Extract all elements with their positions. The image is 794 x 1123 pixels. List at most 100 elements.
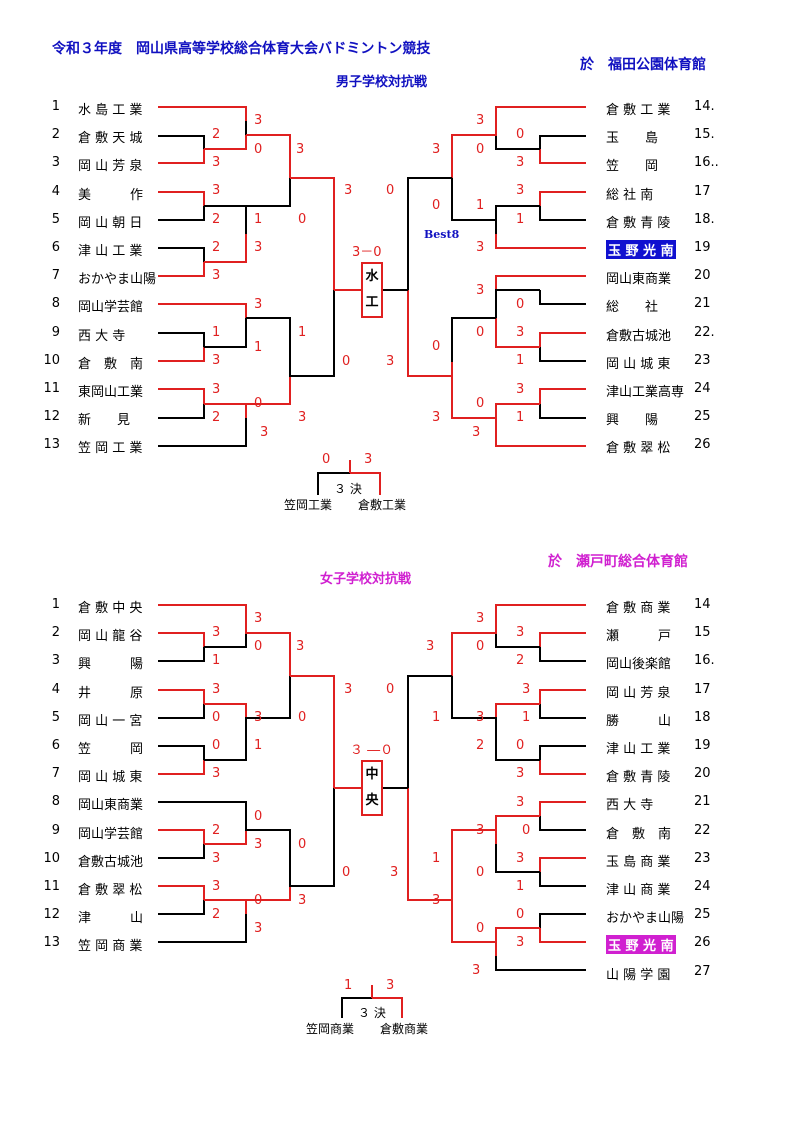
- match-score: 3: [432, 893, 441, 908]
- team-name: 倉 敷 南: [606, 826, 672, 842]
- girls-subtitle: 女子学校対抗戦: [320, 572, 412, 587]
- match-score: 0: [386, 682, 395, 697]
- team-name: 興 陽: [606, 413, 659, 429]
- match-score: 0: [476, 865, 485, 880]
- match-score: 3: [426, 639, 435, 654]
- team-number: 23: [694, 352, 711, 368]
- match-score: 3: [390, 865, 399, 880]
- match-score: 3: [254, 113, 263, 128]
- team-name: 倉 敷 青 陵: [606, 770, 671, 786]
- match-score: 0: [342, 865, 351, 880]
- team-name: 津 山 商 業: [606, 883, 671, 898]
- match-score: 3: [212, 851, 221, 866]
- highlighted-team-name: 玉 野 光 南: [606, 935, 676, 955]
- team-name: おかやま山陽: [78, 272, 157, 288]
- team-name: 岡 山 芳 泉: [78, 159, 143, 175]
- match-score: 3: [254, 710, 263, 725]
- match-score: 1: [254, 340, 263, 355]
- team-number: 8: [51, 794, 60, 810]
- match-score: 0: [432, 339, 441, 354]
- team-number: 15: [694, 625, 711, 641]
- team-number: 22: [694, 822, 711, 838]
- team-name: 新 見: [78, 413, 131, 429]
- page-title: 令和３年度 岡山県高等学校総合体育大会バドミントン競技: [52, 41, 431, 57]
- match-score: 3: [516, 382, 525, 397]
- boys-champion-box: 水 工: [361, 262, 383, 318]
- team-number: 10: [43, 850, 60, 866]
- match-score: 3: [212, 353, 221, 368]
- team-name: 笠 岡: [606, 159, 659, 175]
- match-score: 1: [516, 410, 525, 425]
- girls-venue: 於 瀬戸町総合体育館: [548, 554, 688, 570]
- match-score: 0: [516, 738, 525, 753]
- match-score: 1: [516, 879, 525, 894]
- team-name: 津山工業高専: [606, 385, 685, 400]
- team-number: 4: [51, 183, 60, 199]
- match-score: 0: [298, 212, 307, 227]
- match-score: 0: [298, 837, 307, 852]
- team-number: 10: [43, 352, 60, 368]
- match-score: 0: [476, 142, 485, 157]
- team-name: 興 陽: [78, 657, 144, 673]
- girls-third-left-team: 笠岡商業: [306, 1022, 355, 1036]
- match-score: 3: [516, 325, 525, 340]
- team-number: 11: [43, 879, 60, 894]
- match-score: 0: [516, 127, 525, 142]
- match-score: 1: [254, 212, 263, 227]
- best8-label: Best8: [424, 228, 460, 241]
- match-score: 3: [516, 935, 525, 950]
- team-name: 勝 山: [606, 713, 672, 729]
- team-number: 9: [51, 324, 60, 340]
- girls-third-left-score: 1: [344, 978, 353, 993]
- team-number: 26: [694, 437, 711, 453]
- match-score: 2: [476, 738, 485, 753]
- team-number: 22.: [694, 324, 715, 340]
- team-number: 7: [51, 268, 60, 284]
- match-score: 1: [212, 325, 221, 340]
- boys-third-left-score: 0: [322, 452, 331, 467]
- team-name: 玉 島: [606, 131, 659, 147]
- match-score: 3: [254, 921, 263, 936]
- match-score: 3: [344, 682, 353, 697]
- team-number: 21: [694, 296, 711, 312]
- team-name: 西 大 寺: [606, 798, 654, 814]
- team-number: 6: [51, 738, 60, 753]
- team-name: 総 社 南: [606, 187, 654, 203]
- match-score: 2: [212, 212, 221, 227]
- team-name: 岡山学芸館: [78, 826, 144, 842]
- team-name: 倉敷古城池: [606, 328, 672, 344]
- match-score: 0: [522, 823, 531, 838]
- team-name: 倉 敷 南: [78, 356, 144, 372]
- team-number: 16.: [694, 653, 715, 669]
- match-score: 0: [476, 639, 485, 654]
- match-score: 1: [298, 325, 307, 340]
- team-name: 岡山東商業: [606, 272, 672, 288]
- team-number: 21: [694, 794, 711, 810]
- match-score: 0: [516, 907, 525, 922]
- match-score: 0: [254, 396, 263, 411]
- team-number: 7: [51, 766, 60, 782]
- team-name: 山 陽 学 園: [606, 967, 671, 983]
- team-name: 岡 山 一 宮: [78, 713, 143, 729]
- boys-third-right-score: 3: [364, 452, 373, 467]
- match-score: 3: [522, 682, 531, 697]
- match-score: 1: [432, 710, 441, 725]
- match-score: 3: [212, 766, 221, 781]
- match-score: 3: [476, 113, 485, 128]
- girls-champion-char-2: 央: [365, 793, 379, 808]
- match-score: 3: [254, 837, 263, 852]
- team-name: 倉 敷 青 陵: [606, 215, 671, 231]
- match-score: 0: [212, 738, 221, 753]
- girls-champion-box: 中 央: [361, 760, 383, 816]
- team-number: 2: [51, 625, 60, 641]
- team-number: 20: [694, 268, 711, 284]
- team-number: 14.: [694, 99, 715, 114]
- team-number: 19: [694, 738, 711, 753]
- team-number: 15.: [694, 127, 715, 143]
- team-number: 18: [694, 709, 711, 725]
- match-score: 3: [516, 183, 525, 198]
- team-number: 16..: [694, 155, 719, 171]
- girls-third-right-score: 3: [386, 978, 395, 993]
- team-name: 倉 敷 天 城: [78, 131, 143, 147]
